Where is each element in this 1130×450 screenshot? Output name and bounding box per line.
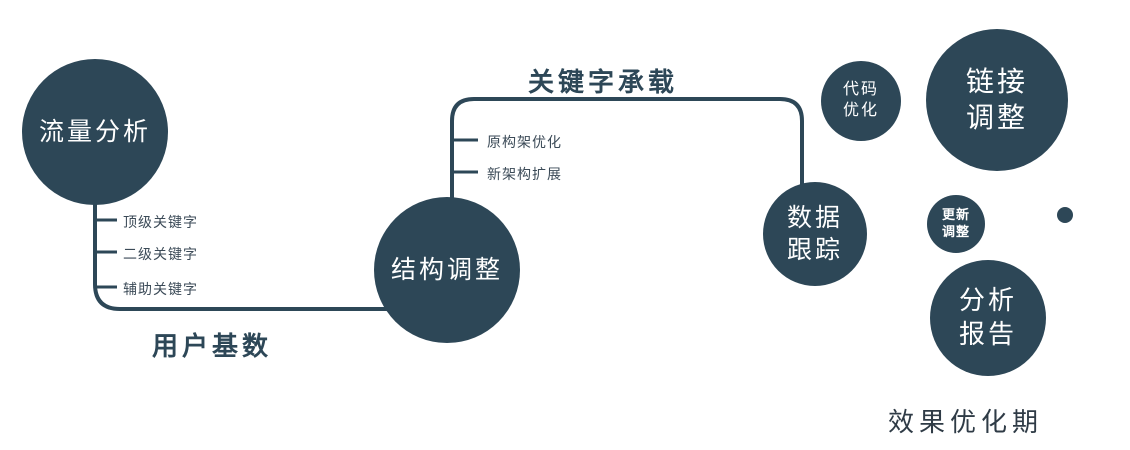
node-analysis-report-label: 分析 报告 [958, 285, 1017, 349]
branch-aux-keywords: 辅助关键字 [123, 281, 198, 297]
node-data-tracking-label: 数据 跟踪 [786, 203, 843, 265]
node-structure-adjust-label: 结构调整 [390, 255, 503, 284]
node-link-adjustment-label: 链接 调整 [965, 65, 1028, 133]
edge-label-keyword-carry: 关键字承载 [528, 67, 679, 97]
node-code-optimization-label: 代码 优化 [842, 81, 879, 119]
traffic-branch-ticks-icon [95, 218, 117, 289]
structure-branch-ticks-icon [452, 138, 478, 174]
branch-new-architecture: 新架构扩展 [487, 166, 562, 182]
edge-traffic-to-structure [93, 190, 402, 311]
dot-marker-icon [1057, 207, 1073, 223]
edge-structure-to-tracking [450, 97, 804, 210]
node-link-adjustment: 链接 调整 [926, 29, 1068, 171]
node-update-adjustment-label: 更新 调整 [941, 207, 970, 239]
node-data-tracking: 数据 跟踪 [763, 182, 867, 286]
node-analysis-report: 分析 报告 [930, 260, 1046, 376]
branch-top-keywords: 顶级关键字 [123, 214, 198, 230]
node-structure-adjust: 结构调整 [374, 197, 520, 343]
node-traffic-analysis: 流量分析 [22, 59, 168, 205]
edge-label-user-base: 用户基数 [152, 331, 273, 361]
node-update-adjustment: 更新 调整 [927, 195, 985, 253]
node-traffic-analysis-label: 流量分析 [38, 117, 151, 146]
branch-second-keywords: 二级关键字 [123, 246, 198, 262]
phase-label: 效果优化期 [888, 407, 1044, 437]
branch-original-architecture: 原构架优化 [487, 134, 562, 150]
node-code-optimization: 代码 优化 [821, 61, 901, 141]
